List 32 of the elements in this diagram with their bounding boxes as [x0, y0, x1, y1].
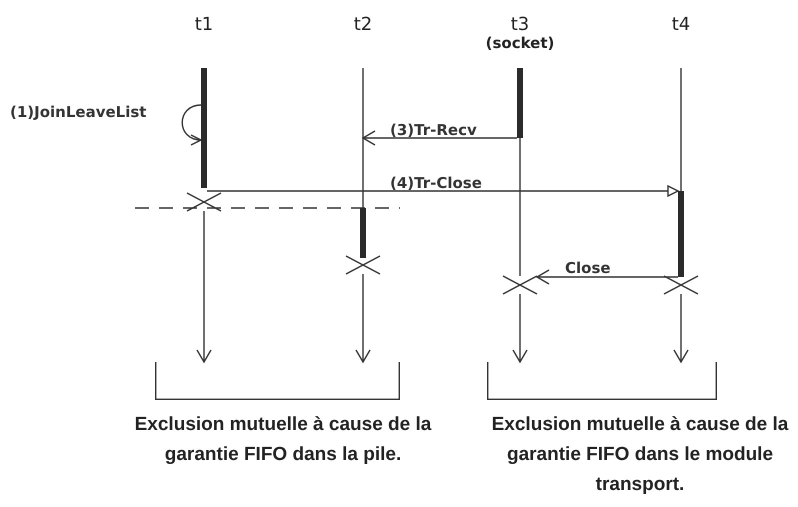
lifeline-arrow	[196, 211, 212, 363]
edge-label: (3)Tr-Recv	[390, 122, 477, 139]
message-arrow	[362, 130, 517, 146]
lifeline	[519, 138, 521, 276]
activation-bar	[201, 68, 207, 188]
lifeline-label: t3	[510, 15, 530, 35]
lifeline-note: (socket)	[486, 35, 554, 51]
destruction-mark	[503, 276, 537, 294]
lifeline	[680, 68, 682, 191]
message-arrow	[182, 104, 202, 144]
bracket	[487, 362, 717, 400]
lifeline-arrow	[512, 294, 528, 363]
edge-label: (1)JoinLeaveList	[10, 104, 146, 121]
destruction-mark	[187, 193, 221, 211]
destruction-mark	[346, 256, 380, 274]
bracket	[155, 362, 400, 400]
message-arrow	[536, 269, 678, 285]
lifeline-label: t4	[672, 15, 690, 35]
lifeline-arrow	[355, 274, 371, 363]
destruction-mark	[664, 276, 698, 294]
edge-label: (4)Tr-Close	[390, 175, 482, 192]
activation-bar	[678, 191, 684, 277]
edge-label: Close	[565, 260, 611, 277]
lifeline-label: t1	[194, 15, 214, 35]
activation-bar	[360, 208, 366, 258]
caption-text: Exclusion mutuelle à cause de la garantie FIFO dans le module transport.	[490, 413, 790, 497]
activation-bar	[517, 68, 523, 138]
message-arrow	[207, 185, 679, 197]
lifeline-label: t2	[354, 15, 372, 35]
lifeline-arrow	[673, 294, 689, 363]
lifeline	[362, 68, 364, 208]
caption-text: Exclusion mutuelle à cause de la garantie FIFO dans la pile.	[134, 413, 432, 467]
